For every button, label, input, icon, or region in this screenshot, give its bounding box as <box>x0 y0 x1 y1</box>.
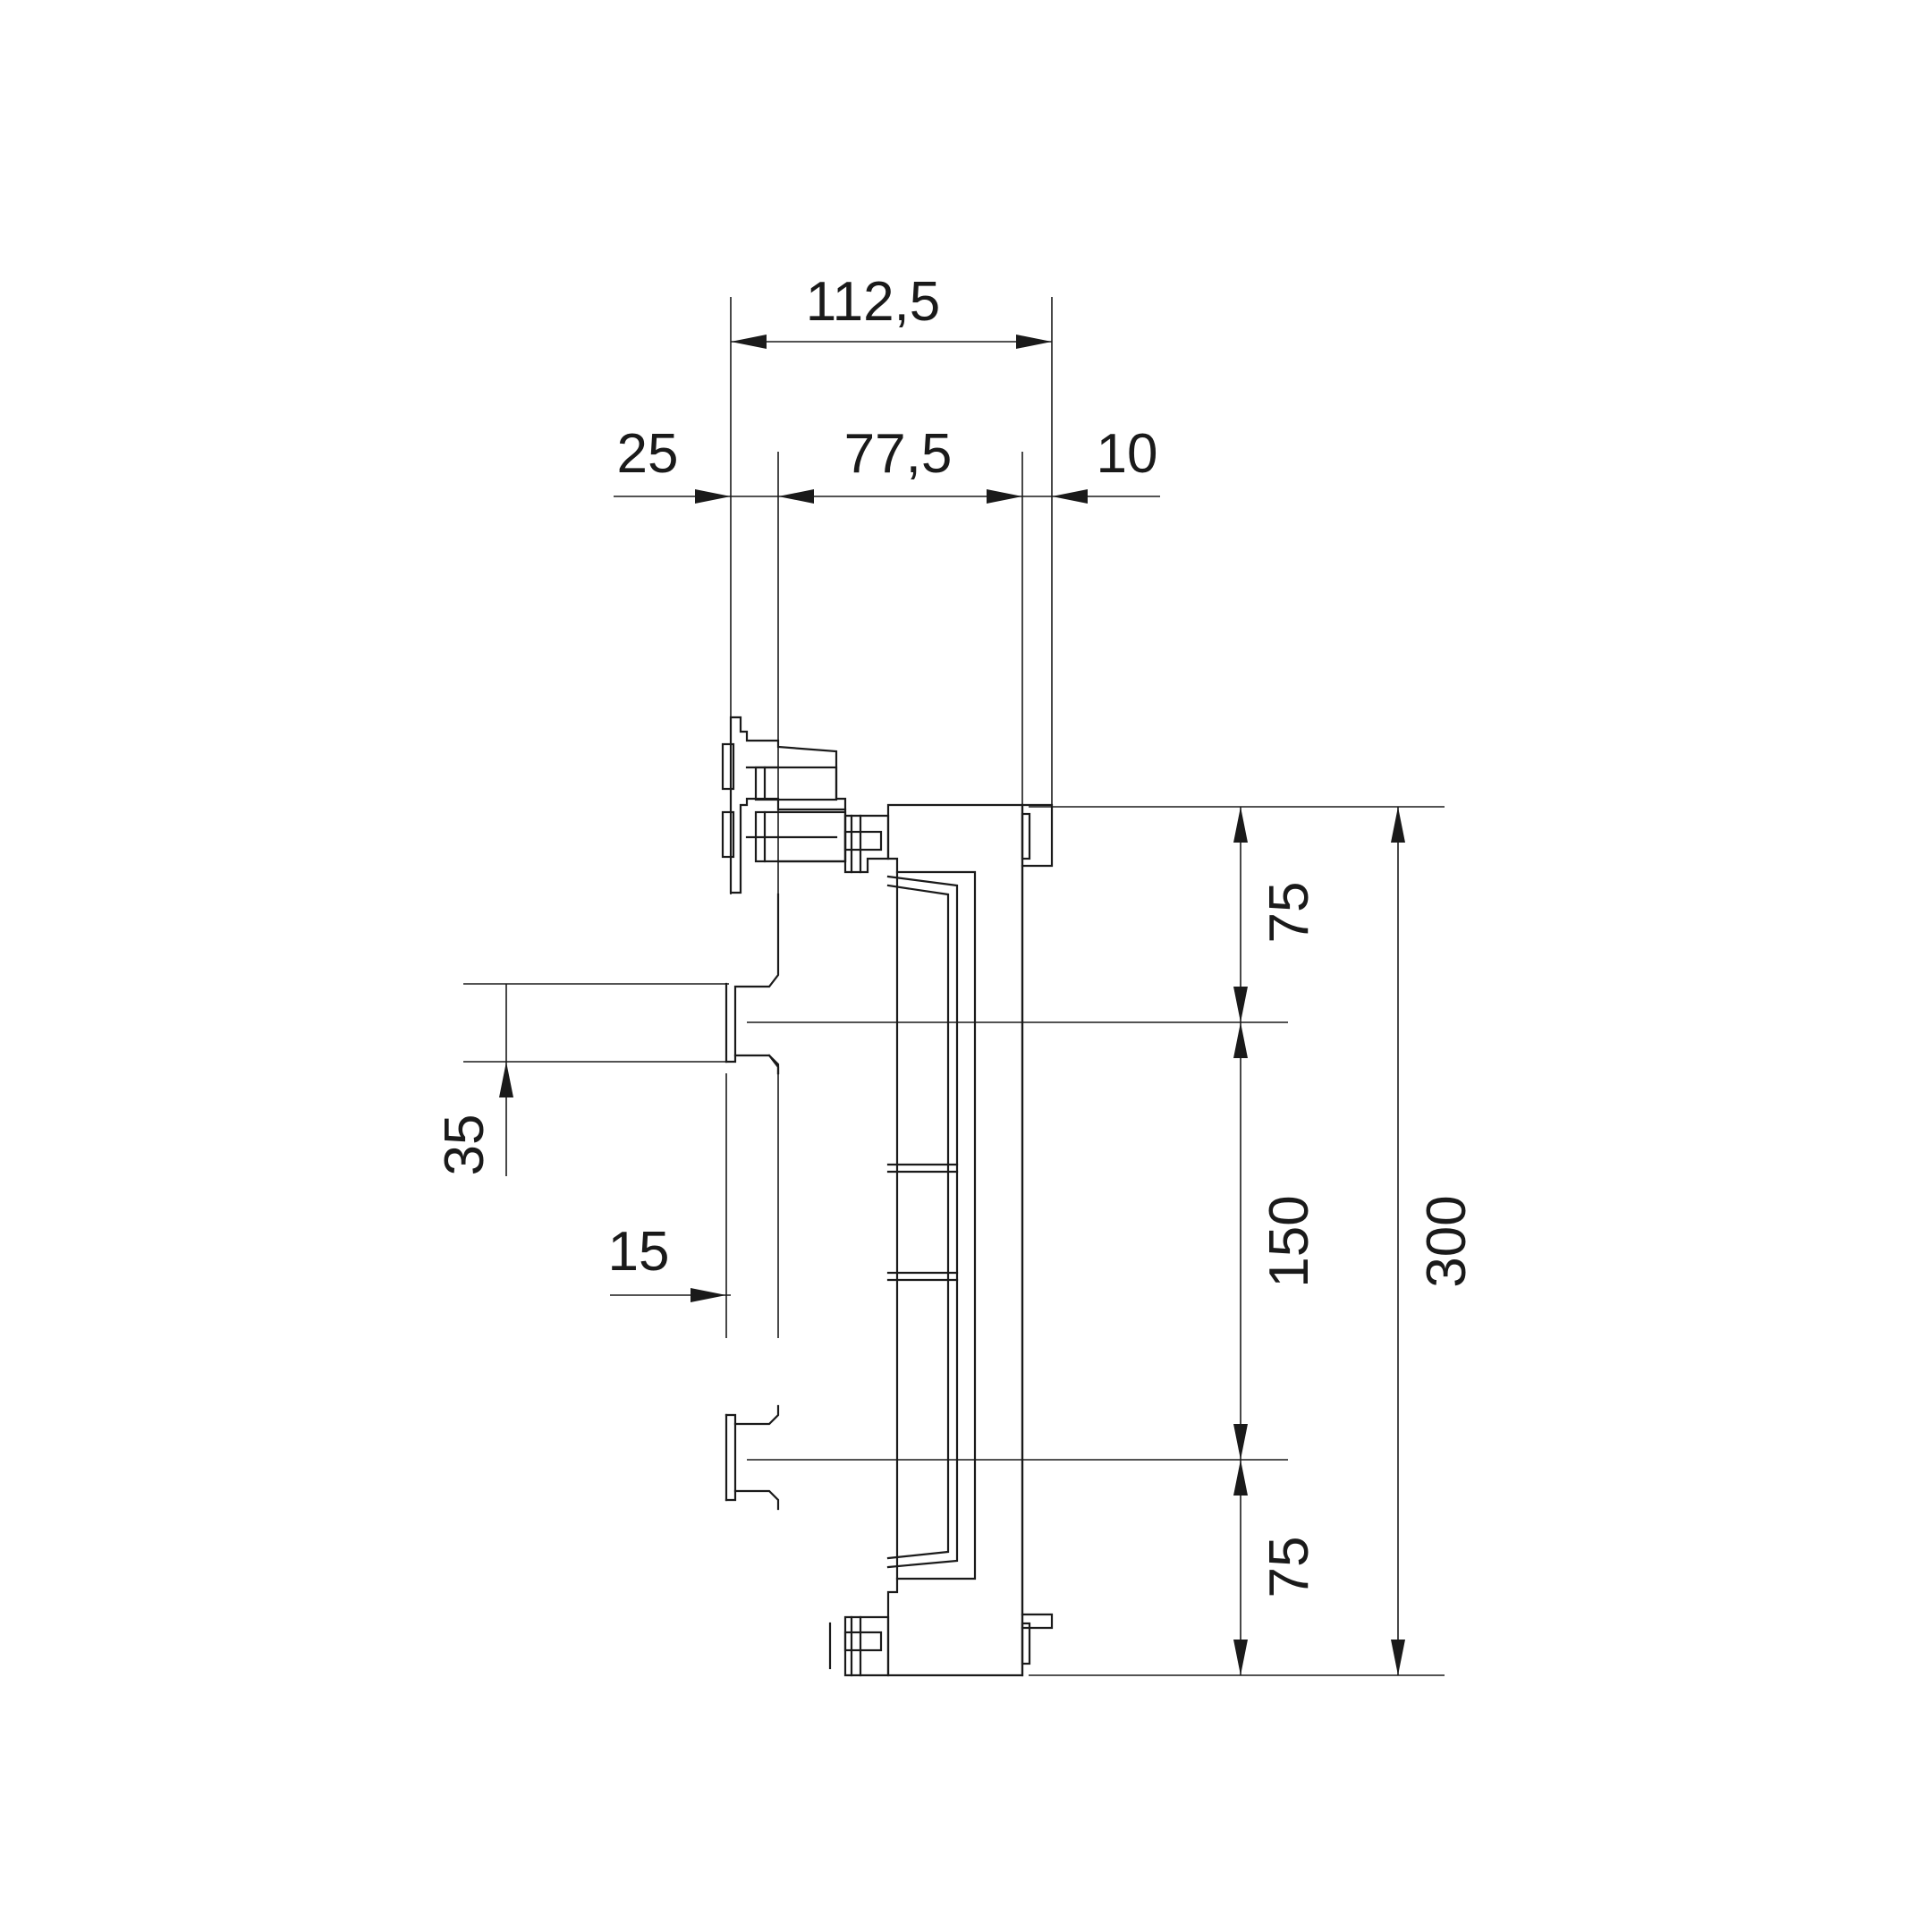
dim-body-depth: 77,5 <box>844 423 953 485</box>
dim-overall-depth: 112,5 <box>806 271 941 333</box>
dim-rail-depth: 15 <box>608 1221 670 1283</box>
dim-overall-height: 300 <box>1416 1195 1478 1287</box>
dimension-lines <box>463 297 1445 1676</box>
connector-block <box>729 716 847 894</box>
din-rail-top <box>733 893 780 1075</box>
housing-body <box>886 803 1024 1677</box>
dimension-arrows <box>499 335 1405 1675</box>
dim-rear-offset: 10 <box>1097 423 1158 485</box>
dim-rail-height: 35 <box>434 1114 496 1176</box>
dim-top-section: 75 <box>1258 882 1320 944</box>
dim-middle-section: 150 <box>1258 1195 1320 1287</box>
dim-front-offset: 25 <box>617 423 679 485</box>
part-outline <box>721 716 1054 1677</box>
dim-bottom-section: 75 <box>1258 1537 1320 1598</box>
din-rail-bottom <box>733 1404 780 1511</box>
dimension-labels: 112,5 25 77,5 10 75 150 75 300 35 15 <box>434 271 1478 1597</box>
